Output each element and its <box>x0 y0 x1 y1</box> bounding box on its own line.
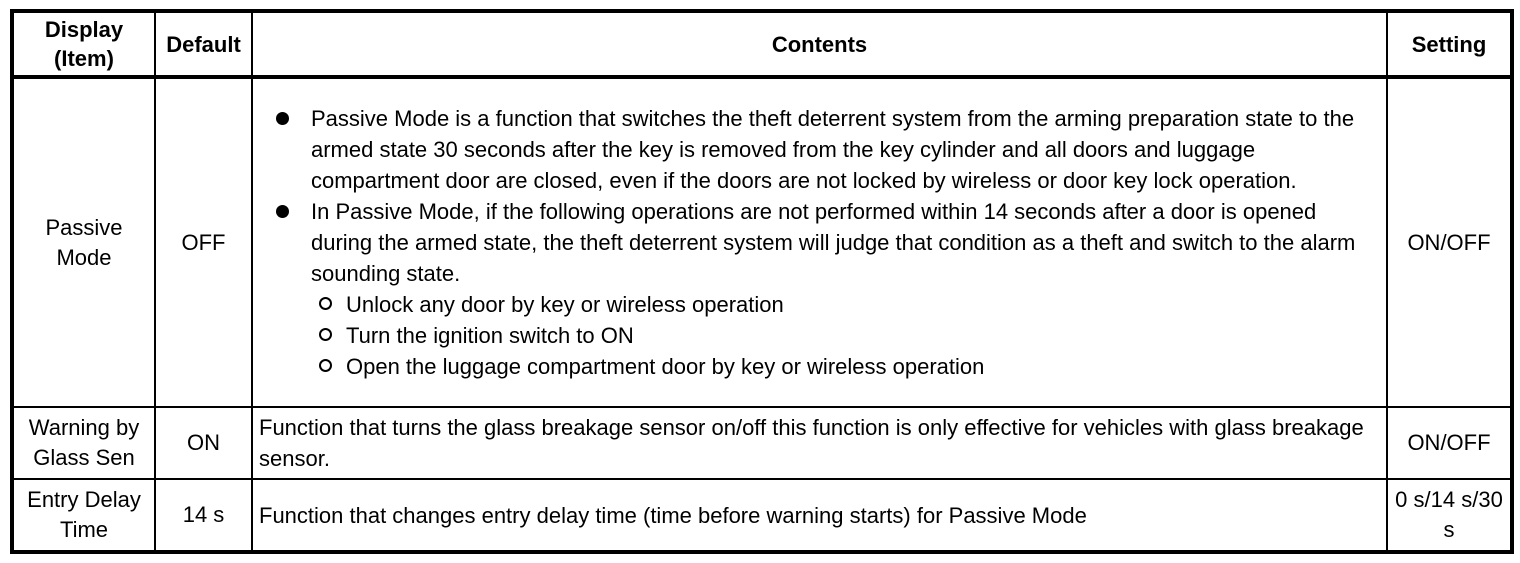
filled-bullet-icon <box>276 196 311 218</box>
col-header-setting: Setting <box>1386 10 1513 79</box>
bullet-item: In Passive Mode, if the following operat… <box>254 196 1372 289</box>
circle-bullet-icon <box>319 320 346 341</box>
sub-bullet-text: Open the luggage compartment door by key… <box>346 354 985 379</box>
sub-bullet-item: Open the luggage compartment door by key… <box>254 351 1372 382</box>
default-cell: OFF <box>154 76 253 408</box>
bullet-text: In Passive Mode, if the following operat… <box>311 199 1356 286</box>
contents-cell: Passive Mode is a function that switches… <box>251 76 1388 408</box>
settings-table: Display (Item) Default Contents Setting … <box>10 9 1514 554</box>
circle-bullet-icon <box>319 289 346 310</box>
col-header-default: Default <box>154 10 253 79</box>
setting-cell: ON/OFF <box>1386 406 1513 480</box>
setting-cell: ON/OFF <box>1386 76 1513 408</box>
col-header-display-item: Display (Item) <box>11 10 156 79</box>
sub-bullet-text: Turn the ignition switch to ON <box>346 323 634 348</box>
sub-bullet-item: Turn the ignition switch to ON <box>254 320 1372 351</box>
col-header-contents: Contents <box>251 10 1388 79</box>
contents-cell: Function that changes entry delay time (… <box>251 478 1388 553</box>
item-cell: Warning by Glass Sen <box>11 406 156 480</box>
table-row-warning-glass-sen: Warning by Glass Sen ON Function that tu… <box>11 406 1513 480</box>
table-row-entry-delay-time: Entry Delay Time 14 s Function that chan… <box>11 478 1513 553</box>
sub-bullet-text: Unlock any door by key or wireless opera… <box>346 292 784 317</box>
sub-bullet-item: Unlock any door by key or wireless opera… <box>254 289 1372 320</box>
item-cell: Passive Mode <box>11 76 156 408</box>
table-row-passive-mode: Passive Mode OFF Passive Mode is a funct… <box>11 76 1513 408</box>
default-cell: 14 s <box>154 478 253 553</box>
setting-cell: 0 s/14 s/30 s <box>1386 478 1513 553</box>
contents-cell: Function that turns the glass breakage s… <box>251 406 1388 480</box>
bullet-text: Passive Mode is a function that switches… <box>311 106 1355 193</box>
circle-bullet-icon <box>319 351 346 372</box>
filled-bullet-icon <box>276 103 311 125</box>
item-cell: Entry Delay Time <box>11 478 156 553</box>
table-header-row: Display (Item) Default Contents Setting <box>11 10 1513 79</box>
default-cell: ON <box>154 406 253 480</box>
bullet-item: Passive Mode is a function that switches… <box>254 103 1372 196</box>
